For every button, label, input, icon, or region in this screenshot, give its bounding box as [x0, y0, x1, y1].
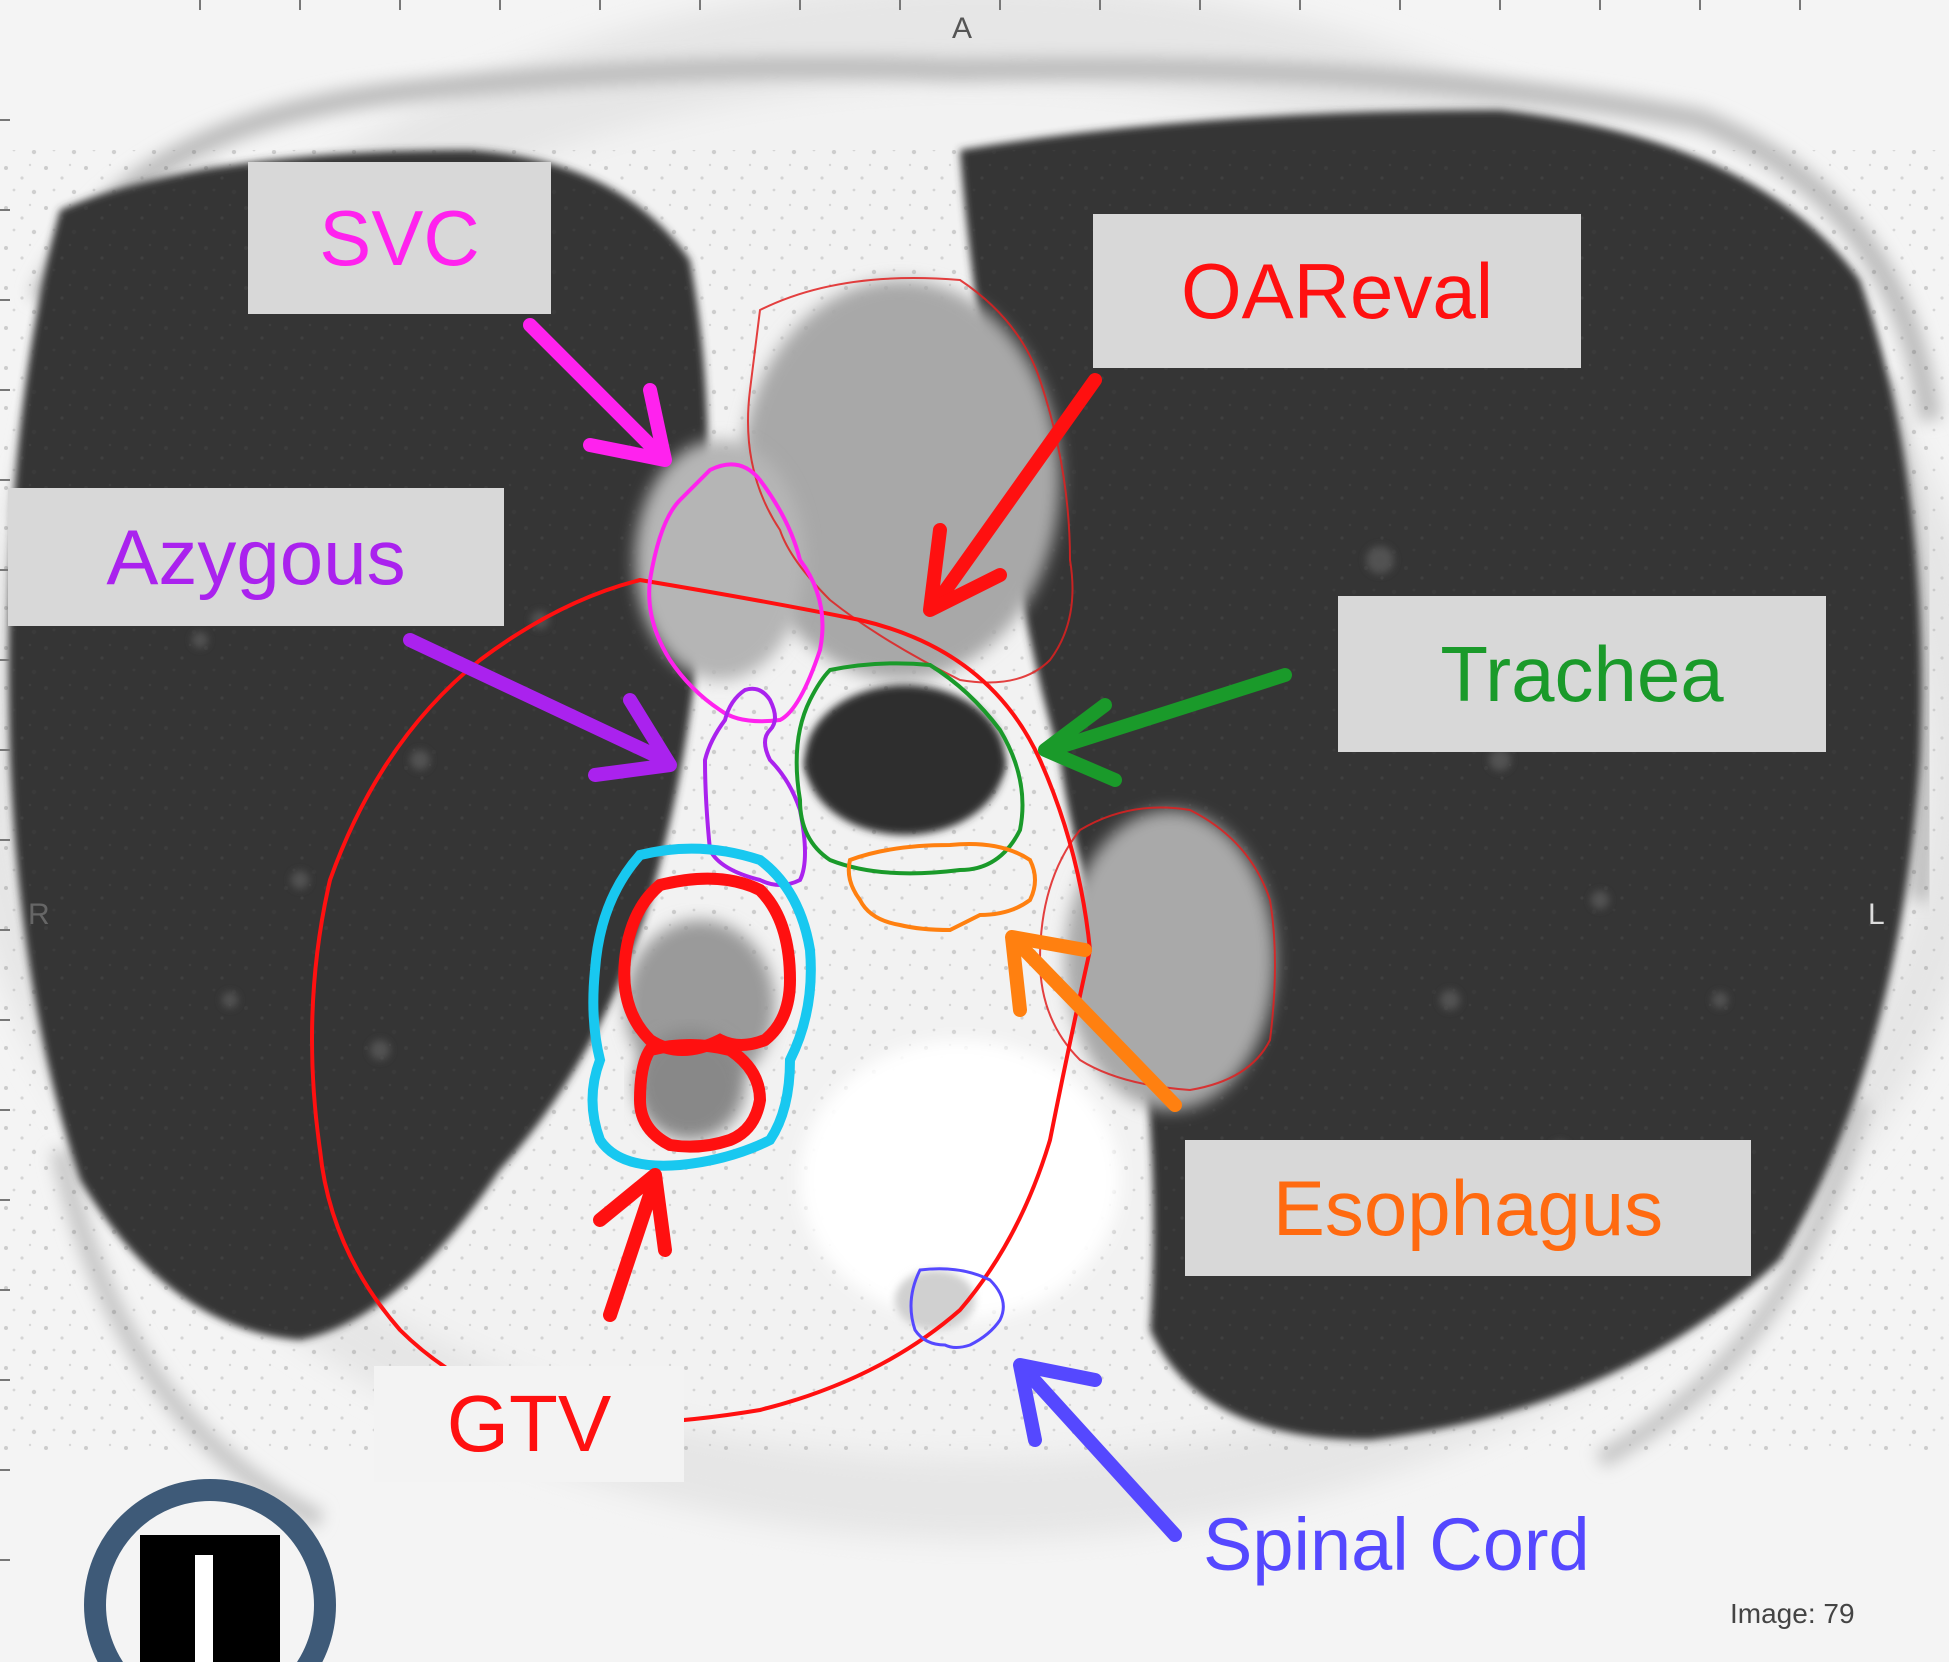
svc-arrow [523, 318, 672, 467]
gtv-arrow [593, 1168, 672, 1322]
label-gtv: GTV [374, 1366, 684, 1482]
pause-logo-icon [84, 1479, 336, 1662]
gtv-contour-lower [633, 1039, 767, 1153]
vertebra [800, 1040, 1120, 1320]
ruler-ticks [0, 0, 1801, 1561]
oareval-arrow [923, 373, 1102, 617]
label-trachea: Trachea [1338, 596, 1826, 752]
ptv-contour [310, 577, 1093, 1426]
trachea-contour [794, 661, 1025, 876]
orientation-right: R [28, 898, 50, 931]
esophagus-arrow [1005, 930, 1182, 1112]
label-spinal-cord: Spinal Cord [1203, 1503, 1590, 1586]
azygous-arrow [403, 633, 677, 782]
label-azygous: Azygous [8, 488, 504, 626]
spinal-cord-arrow [1013, 1358, 1182, 1542]
orientation-left: L [1868, 898, 1885, 931]
esophagus-contour [846, 842, 1037, 933]
trachea-arrow [1038, 668, 1292, 787]
gtv-contour-upper [618, 872, 797, 1056]
trachea-lumen [805, 685, 1005, 835]
svc-contour [647, 462, 825, 724]
image-info: Image: 79 [1730, 1598, 1855, 1629]
label-svc: SVC [248, 162, 551, 314]
label-esophagus: Esophagus [1185, 1140, 1751, 1276]
azygous-contour [702, 686, 807, 887]
label-oareval: OAReval [1093, 214, 1581, 368]
orientation-anterior: A [952, 12, 973, 45]
itv-contour [587, 843, 816, 1171]
spinal-cord-contour [909, 1267, 1005, 1349]
oareval-contour [747, 277, 1074, 684]
